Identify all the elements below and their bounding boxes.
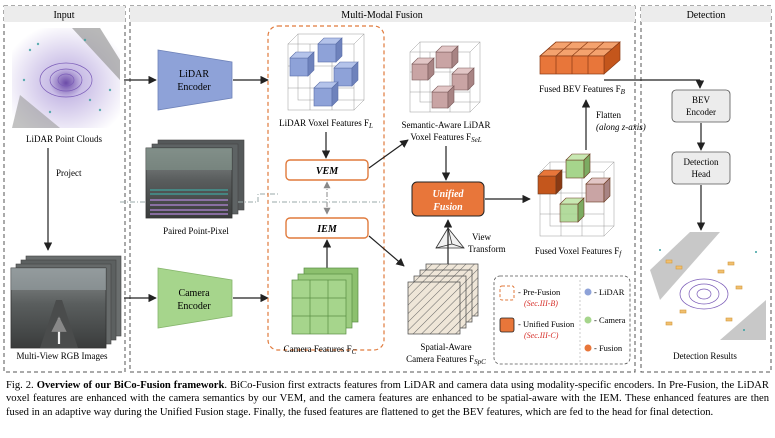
- spatial-aware-label-1: Spatial-Aware: [420, 342, 471, 352]
- iem-label: IEM: [316, 224, 338, 235]
- bev-encoder-label-1: BEV: [692, 95, 711, 105]
- caption-title: Overview of our BiCo-Fusion framework: [36, 380, 225, 391]
- framework-diagram: Input Multi-Modal Fusion Detection LiDAR…: [3, 5, 772, 373]
- legend-unified-fusion-ref: (Sec.III-C): [524, 331, 559, 340]
- lidar-point-cloud-image: [12, 28, 120, 128]
- flatten-label-2: (along z-axis): [596, 122, 646, 132]
- bev-encoder-block[interactable]: BEV Encoder: [671, 89, 731, 123]
- unified-fusion-block[interactable]: Unified Fusion: [411, 181, 485, 217]
- legend-camera-dot: [584, 316, 592, 324]
- view-transform-label-1: View: [472, 232, 491, 242]
- lidar-encoder-block[interactable]: LiDAR Encoder: [157, 49, 233, 111]
- vem-block[interactable]: VEM: [285, 159, 369, 181]
- camera-features: [291, 267, 359, 335]
- legend-lidar: - LiDAR: [594, 287, 625, 297]
- camera-features-label: Camera Features FC: [284, 344, 357, 356]
- bev-encoder-label-2: Encoder: [686, 107, 716, 117]
- unified-fusion-label-1: Unified: [432, 189, 464, 200]
- spatial-aware-label-2: Camera Features FSpC: [406, 354, 486, 366]
- view-transform-label-2: Transform: [468, 244, 506, 254]
- legend-unified-fusion-swatch: [499, 317, 515, 333]
- multi-view-rgb-label: Multi-View RGB Images: [17, 351, 108, 361]
- fusion-title: Multi-Modal Fusion: [341, 10, 422, 21]
- legend-fusion: - Fusion: [594, 343, 623, 353]
- fused-voxel-cubes: [537, 153, 611, 223]
- detection-head-block[interactable]: Detection Head: [671, 151, 731, 185]
- legend-pre-fusion: - Pre-Fusion: [518, 287, 561, 297]
- camera-encoder-label-2: Encoder: [177, 301, 211, 312]
- legend-fusion-dot: [584, 344, 592, 352]
- detection-head-label-2: Head: [692, 169, 711, 179]
- semantic-aware-label-2: Voxel Features FSeL: [410, 132, 481, 144]
- legend-camera: - Camera: [594, 315, 626, 325]
- legend: - Pre-Fusion (Sec.III-B) - Unified Fusio…: [493, 275, 631, 365]
- lidar-voxel-features-label: LiDAR Voxel Features FL: [279, 118, 373, 130]
- multi-view-rgb-images: [10, 255, 122, 349]
- lidar-point-clouds-label: LiDAR Point Clouds: [26, 134, 103, 144]
- view-transform-icon: [435, 227, 465, 249]
- fused-bev-features: [539, 41, 621, 75]
- paired-point-pixel-label: Paired Point-Pixel: [163, 226, 229, 236]
- detection-results-image: [650, 232, 766, 340]
- fused-bev-label: Fused BEV Features FB: [539, 84, 626, 96]
- legend-unified-fusion: - Unified Fusion: [518, 319, 575, 329]
- lidar-encoder-label-1: LiDAR: [179, 69, 209, 80]
- detection-head-label-1: Detection: [684, 157, 719, 167]
- unified-fusion-label-2: Fusion: [432, 202, 463, 213]
- input-title: Input: [53, 10, 74, 21]
- paired-point-pixel-image: [145, 139, 245, 219]
- caption-body: . BiCo-Fusion first extracts features fr…: [6, 380, 769, 418]
- figure-caption: Fig. 2. Overview of our BiCo-Fusion fram…: [6, 379, 769, 419]
- lidar-encoder-label-2: Encoder: [177, 82, 211, 93]
- detection-results-label: Detection Results: [673, 351, 737, 361]
- flatten-label-1: Flatten: [596, 110, 621, 120]
- pre-fusion-region: [267, 25, 385, 351]
- iem-block[interactable]: IEM: [285, 217, 369, 239]
- vem-label: VEM: [316, 166, 339, 177]
- camera-encoder-block[interactable]: Camera Encoder: [157, 267, 233, 329]
- semantic-aware-cubes: [411, 45, 475, 109]
- project-label: Project: [56, 168, 82, 178]
- semantic-aware-label-1: Semantic-Aware LiDAR: [402, 120, 491, 130]
- legend-pre-fusion-swatch: [499, 285, 515, 301]
- spatial-aware-camera-features: [407, 263, 479, 335]
- camera-encoder-label-1: Camera: [178, 288, 210, 299]
- input-panel: [3, 5, 126, 373]
- fused-voxel-label: Fused Voxel Features Ff: [535, 246, 622, 258]
- lidar-voxel-cubes: [289, 37, 359, 107]
- legend-pre-fusion-ref: (Sec.III-B): [524, 299, 558, 308]
- legend-lidar-dot: [584, 288, 592, 296]
- caption-prefix: Fig. 2.: [6, 380, 37, 391]
- detection-title: Detection: [687, 10, 726, 21]
